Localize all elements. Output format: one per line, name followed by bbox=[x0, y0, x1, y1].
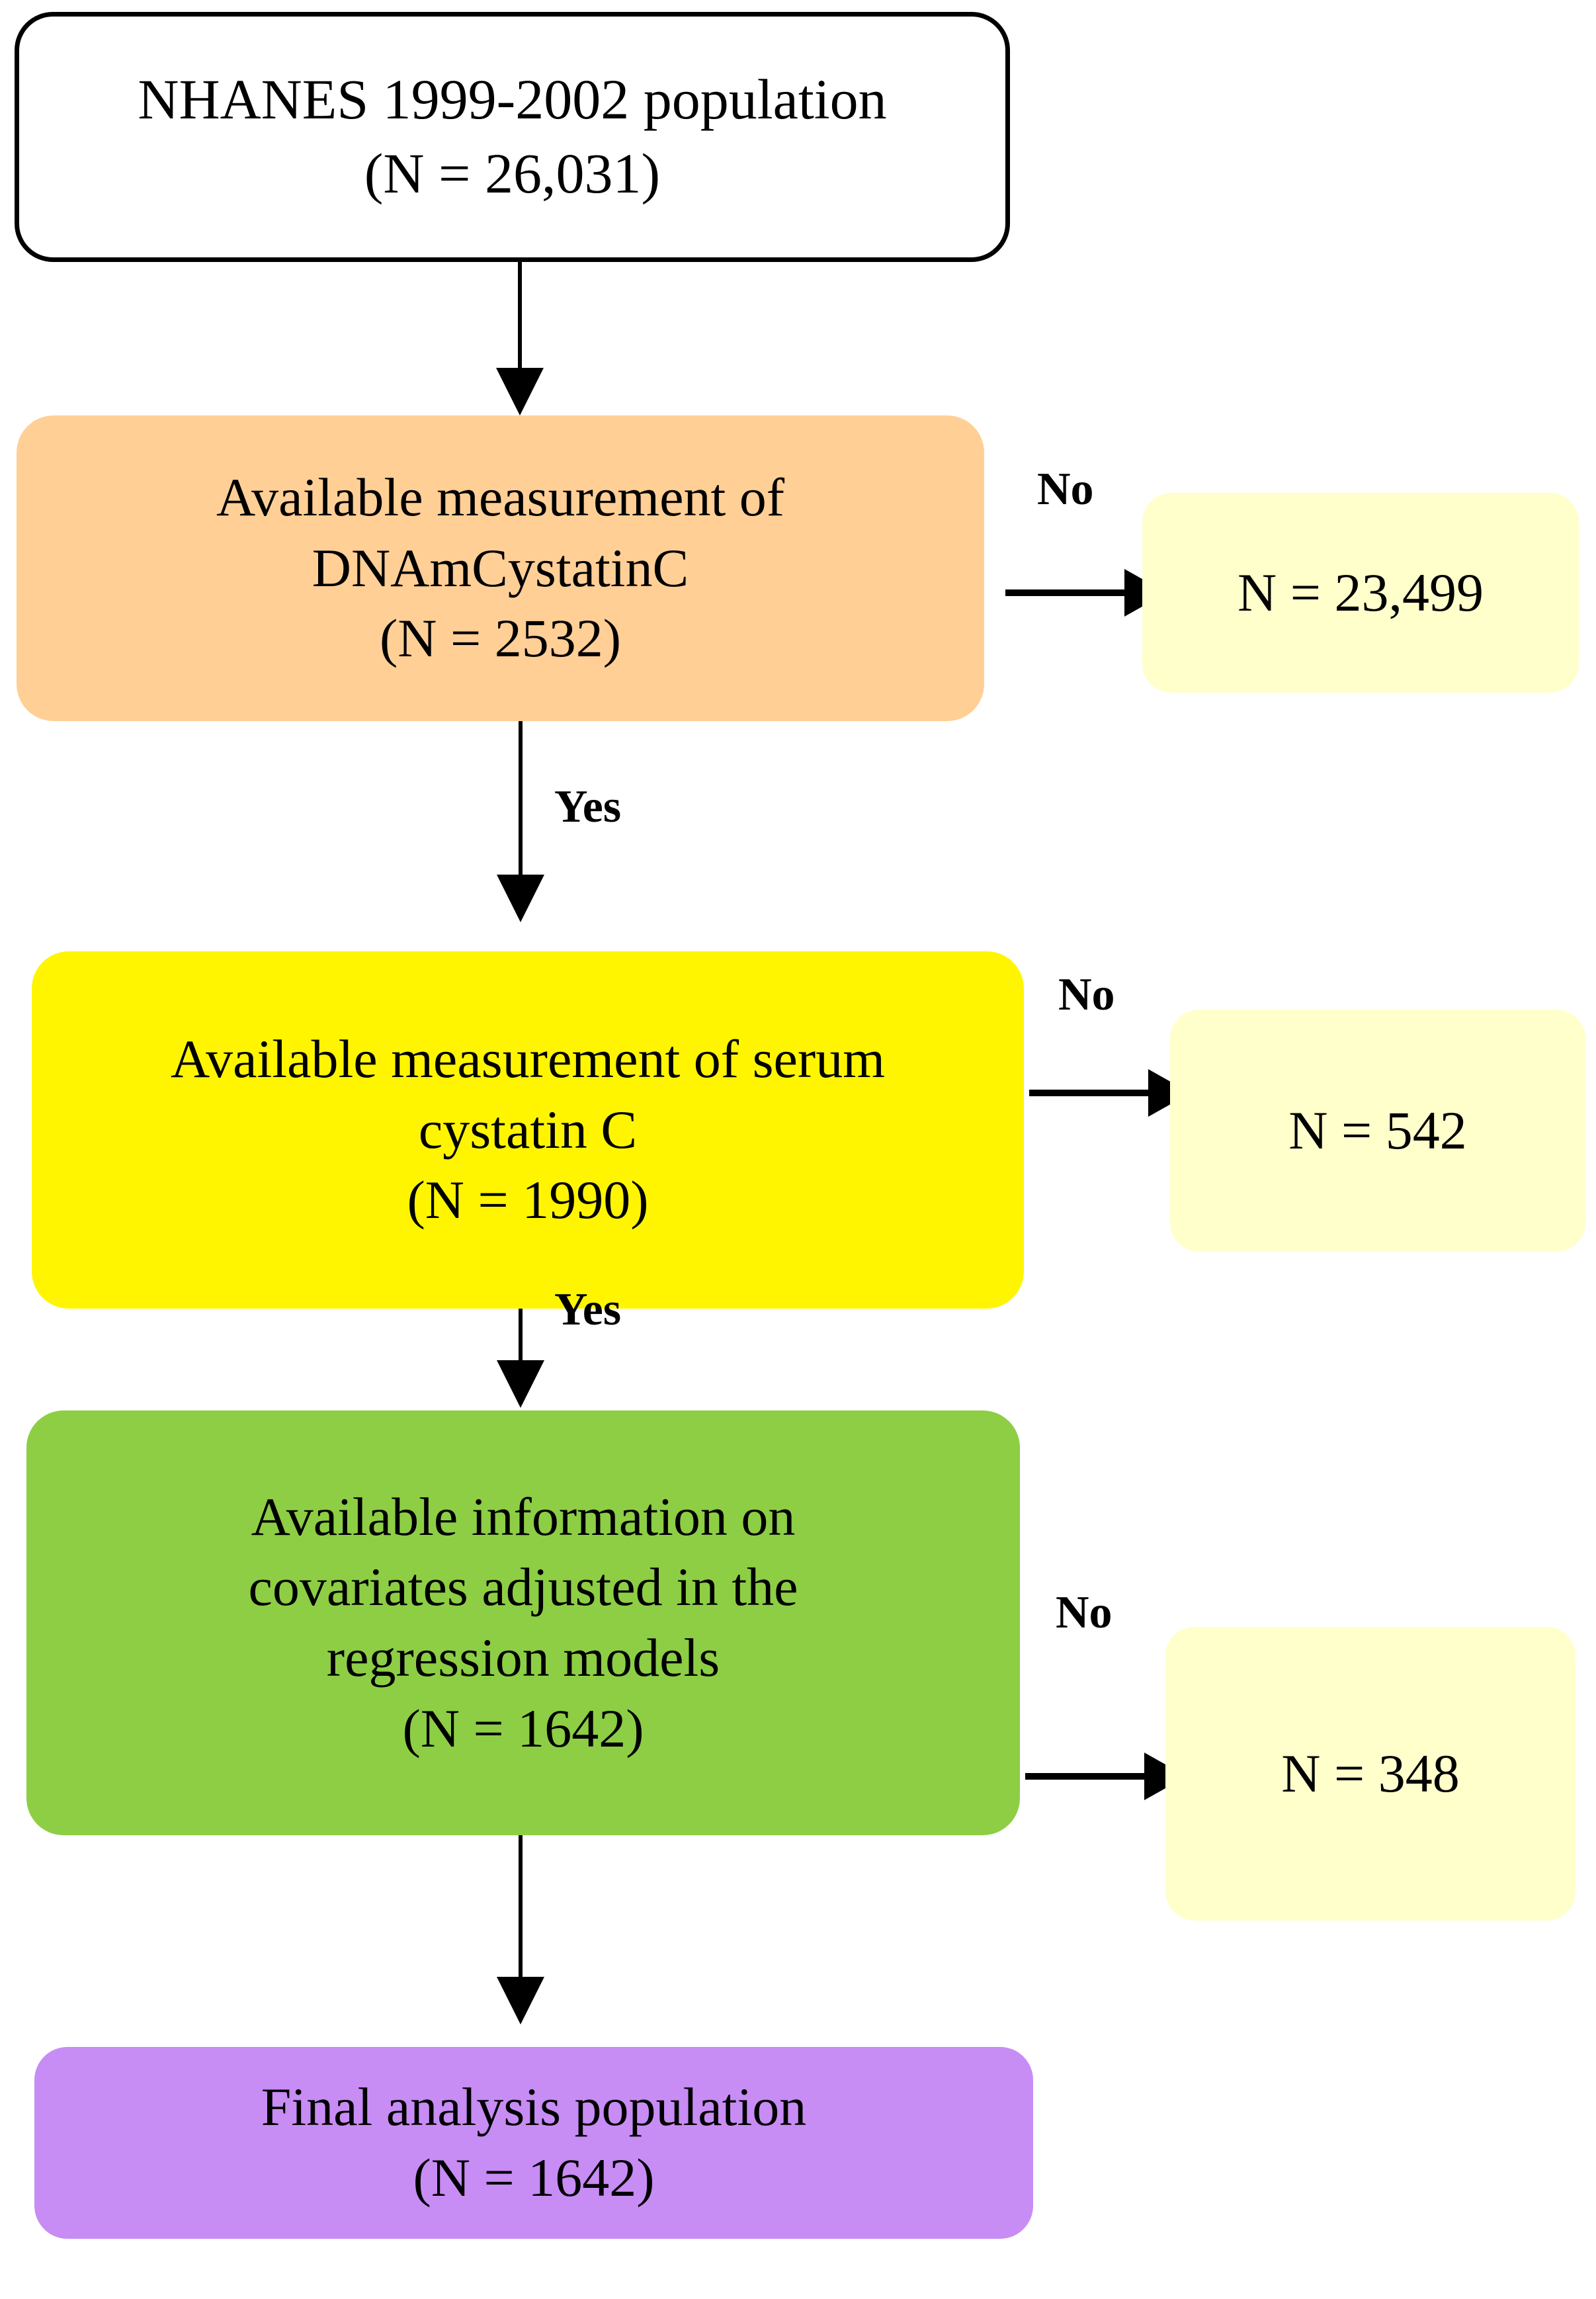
node-exclusion-1-label: N = 23,499 bbox=[1238, 562, 1484, 623]
node-final-line-1: Final analysis population bbox=[261, 2077, 807, 2138]
node-exclusion-3: N = 348 bbox=[1165, 1627, 1575, 1921]
node-root-population: NHANES 1999-2002 population (N = 26,031) bbox=[15, 12, 1010, 262]
node-decision3-line-1: Available information on bbox=[251, 1486, 796, 1547]
node-decision1-line-1: Available measurement of bbox=[216, 467, 785, 528]
node-exclusion-2-label: N = 542 bbox=[1288, 1100, 1467, 1160]
node-root-line-1: NHANES 1999-2002 population bbox=[138, 67, 887, 132]
node-decision3-line-2: covariates adjusted in the bbox=[248, 1557, 798, 1618]
connector-decision2-yes-line bbox=[519, 1309, 523, 1381]
node-root-line-2: (N = 26,031) bbox=[364, 142, 661, 205]
node-decision-dnam-cystatinc: Available measurement of DNAmCystatinC (… bbox=[17, 415, 984, 721]
node-decision1-line-3: (N = 2532) bbox=[379, 608, 622, 669]
node-exclusion-1: N = 23,499 bbox=[1142, 493, 1579, 693]
connector-decision2-yes-arrowhead bbox=[497, 1360, 544, 1408]
node-decision2-line-2: cystatin C bbox=[418, 1099, 638, 1160]
node-decision3-line-3: regression models bbox=[326, 1627, 720, 1688]
node-decision-covariates: Available information on covariates adju… bbox=[26, 1410, 1020, 1835]
connector-decision1-yes-line bbox=[519, 721, 523, 894]
node-final-analysis-population: Final analysis population (N = 1642) bbox=[34, 2047, 1033, 2239]
connector-decision2-no-line bbox=[1029, 1090, 1155, 1096]
edge-label-no-3: No bbox=[1056, 1587, 1113, 1638]
node-exclusion-3-label: N = 348 bbox=[1281, 1743, 1460, 1803]
node-exclusion-2: N = 542 bbox=[1170, 1010, 1585, 1252]
connector-decision1-no-line bbox=[1005, 589, 1131, 596]
edge-label-yes-2: Yes bbox=[554, 1284, 622, 1335]
node-decision2-line-3: (N = 1990) bbox=[407, 1170, 649, 1231]
edge-label-no-1: No bbox=[1037, 464, 1094, 515]
connector-root-to-decision1-arrowhead bbox=[496, 368, 544, 415]
connector-decision3-no-line bbox=[1025, 1773, 1151, 1780]
connector-decision3-to-final-line bbox=[519, 1835, 523, 1994]
connector-decision1-yes-arrowhead bbox=[497, 875, 544, 922]
connector-decision3-to-final-arrowhead bbox=[497, 1977, 544, 2024]
edge-label-no-2: No bbox=[1058, 969, 1115, 1020]
node-decision2-line-1: Available measurement of serum bbox=[170, 1029, 885, 1090]
node-decision1-line-2: DNAmCystatinC bbox=[312, 537, 689, 598]
node-decision-serum-cystatin-c: Available measurement of serum cystatin … bbox=[32, 951, 1024, 1309]
edge-label-yes-1: Yes bbox=[554, 781, 622, 832]
connector-root-to-decision1-line bbox=[518, 262, 522, 390]
node-final-line-2: (N = 1642) bbox=[413, 2147, 655, 2208]
node-decision3-line-4: (N = 1642) bbox=[402, 1698, 644, 1758]
